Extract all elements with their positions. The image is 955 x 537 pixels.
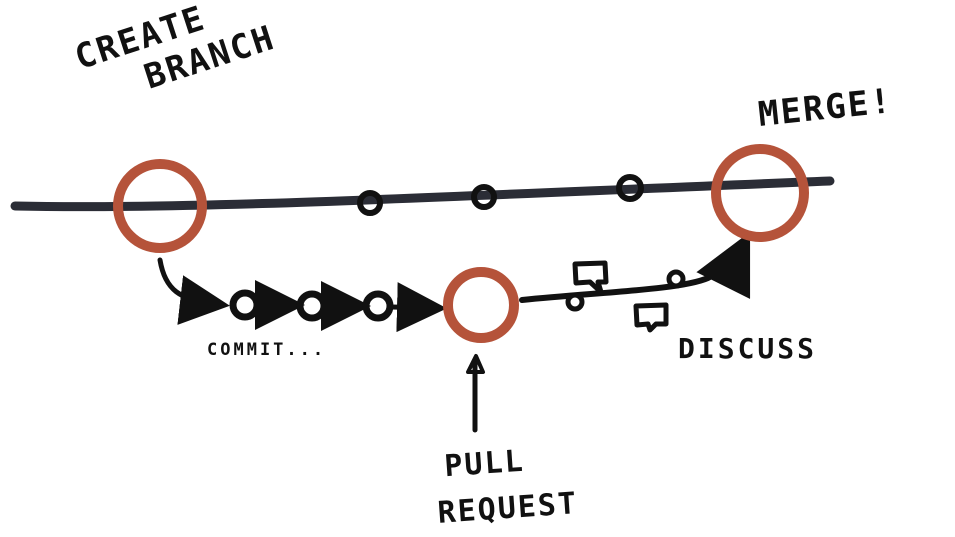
main-commit-dot: [357, 190, 383, 216]
create-branch-circle: [113, 159, 207, 253]
comment-bubble-icon: [572, 260, 609, 295]
comment-bubble-icon: [633, 302, 669, 333]
branch-commit-dot: [229, 289, 261, 321]
branch-commit-dot: [296, 290, 328, 322]
main-commit-dot: [616, 174, 644, 202]
merge-circle: [711, 144, 809, 242]
commit-arrow: [391, 282, 447, 333]
branch-arrow: [157, 257, 230, 325]
branch-commit-dot: [362, 290, 394, 322]
pull-request-label: PULL REQUEST: [433, 435, 580, 537]
pull-request-pointer-head: [466, 354, 485, 374]
pr-to-merge-arrow: [519, 231, 751, 303]
discuss-label: DISCUSS: [678, 332, 818, 365]
main-branch-line: [10, 176, 835, 212]
discussion-commit-dot: [666, 269, 686, 289]
commit-label: COMMIT...: [207, 340, 327, 360]
discussion-commit-dot: [565, 292, 585, 312]
pull-request-label-line1: PULL: [443, 443, 526, 485]
pull-request-circle: [443, 267, 519, 343]
pull-request-label-line2: REQUEST: [436, 486, 580, 531]
main-commit-dot: [471, 184, 497, 210]
